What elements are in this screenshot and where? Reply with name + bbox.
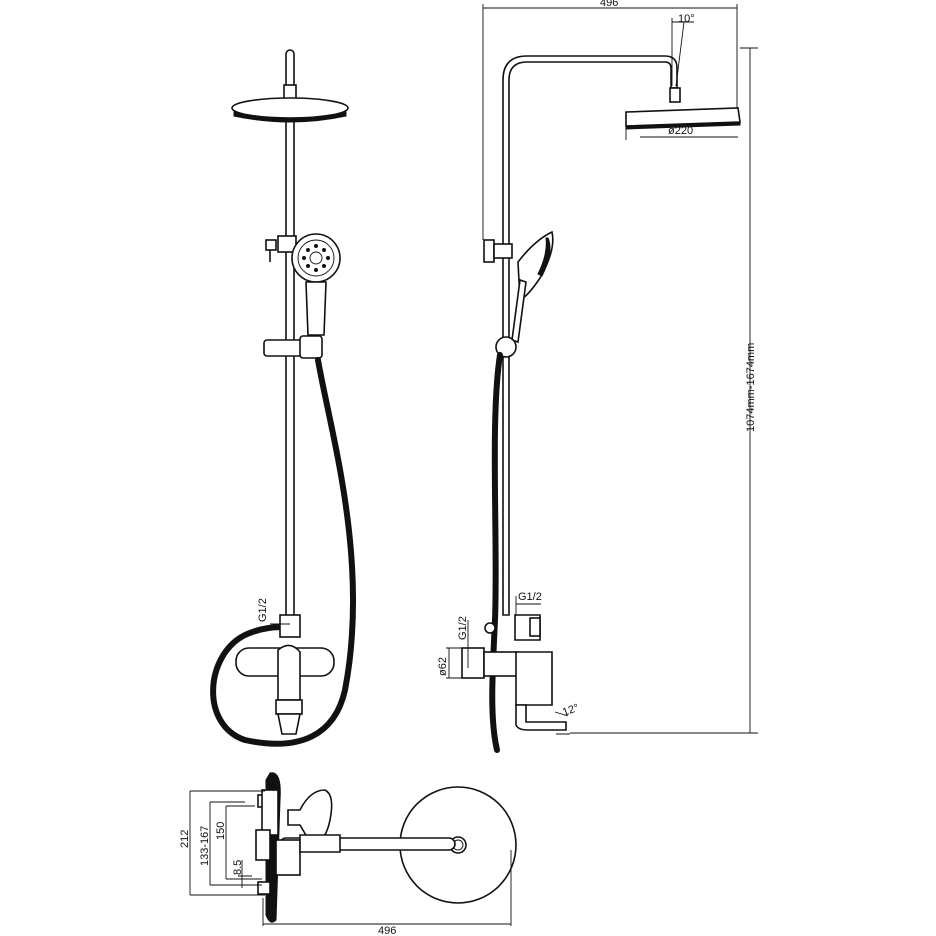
top-dimensions: 212 133-167 150 8.5 496 [179,790,512,936]
front-slider [263,335,323,359]
front-thread-label: G1/2 [257,598,269,622]
dim-offset: 8.5 [232,860,244,875]
dim-top-depth: 212 [179,830,191,848]
top-view [255,772,517,923]
dim-top-width: 496 [378,925,396,936]
dim-head-diameter: ø220 [668,125,693,137]
front-hand-shower [291,233,341,336]
side-hose [489,352,503,753]
side-dimensions: 496 10° ø220 1074mm-1674mm G1/2 G1/2 ø62… [437,0,758,734]
dim-thread-side-top: G1/2 [518,591,542,603]
side-riser-arm [502,55,678,616]
front-view: G1/2 [210,49,357,747]
dim-height-range: 1074mm-1674mm [745,343,757,432]
dim-side-width: 496 [600,0,618,9]
side-mixer [461,614,570,735]
front-mixer [235,614,335,735]
front-hose [210,357,357,747]
side-bracket [483,239,513,263]
dim-escutcheon-diameter: ø62 [437,657,449,676]
side-head-joint [669,87,681,103]
side-hand-shower [511,230,554,344]
front-slide-bracket [265,235,297,262]
side-view [461,55,741,753]
dim-centers-range: 133-167 [199,826,211,866]
side-slider [495,336,517,358]
dim-spout-angle: 12° [561,702,581,719]
dim-head-tilt: 10° [678,13,695,25]
front-rain-head [231,84,349,123]
dim-centers-nominal: 150 [215,822,227,840]
side-escutcheon [461,647,485,679]
dim-thread-side-inlet: G1/2 [457,616,469,640]
front-rail [285,49,295,621]
